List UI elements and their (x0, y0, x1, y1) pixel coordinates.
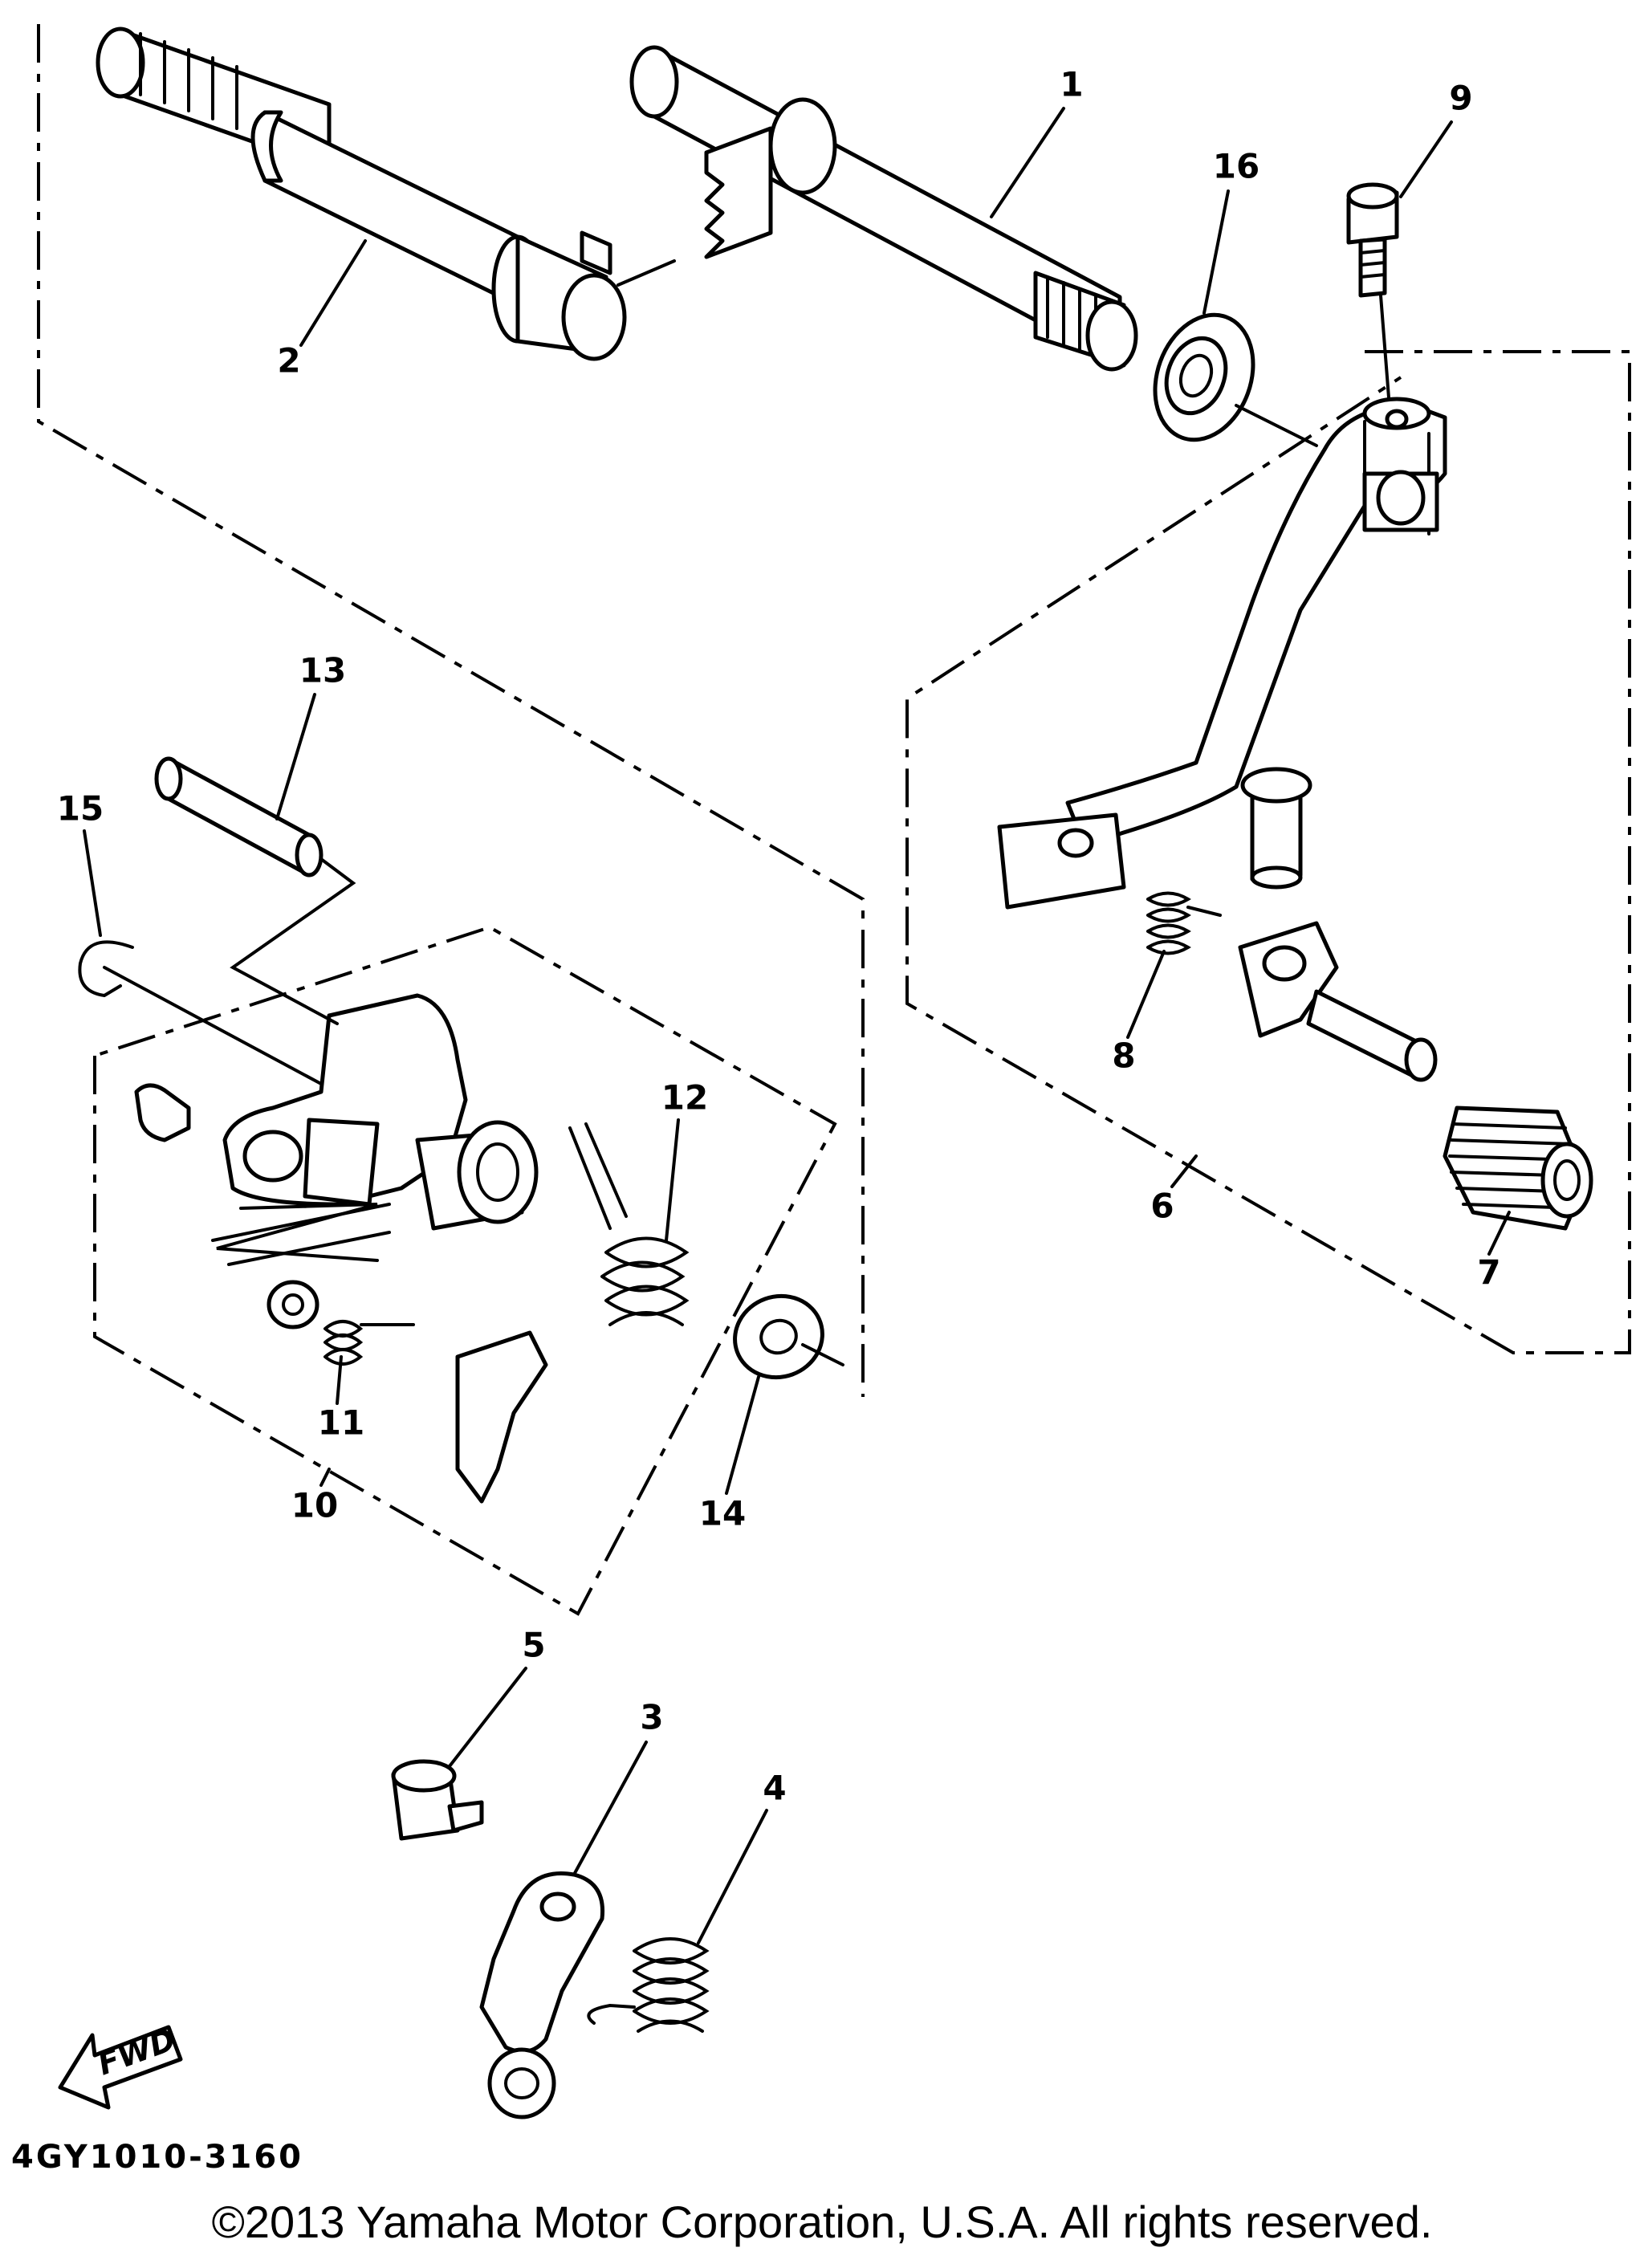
fwd-arrow-icon: FWD (58, 2022, 183, 2110)
assembly-outline-pedal (905, 350, 1631, 1354)
leader-line-7 (1487, 1211, 1511, 1256)
part-5-bolt (391, 1759, 484, 1841)
callout-12: 12 (661, 1078, 708, 1118)
part-14-washer (733, 1293, 824, 1380)
leader-line-15 (83, 829, 102, 937)
callout-16: 16 (1213, 147, 1259, 186)
leader-line-16 (1202, 189, 1230, 315)
leader-line-6 (1170, 1154, 1198, 1188)
callout-11: 11 (318, 1403, 364, 1443)
part-9-bolt (1346, 182, 1399, 298)
part-3-stopper-lever (479, 1871, 605, 2119)
copyright-notice: ©2013 Yamaha Motor Corporation, U.S.A. A… (211, 2197, 1433, 2247)
pedal-pin (1240, 767, 1312, 890)
part-6-shift-pedal (997, 397, 1447, 910)
part-1-shaft (629, 45, 1138, 372)
part-4-spring (587, 1937, 710, 2033)
leader-line-10 (319, 1468, 331, 1487)
callout-5: 5 (522, 1626, 545, 1665)
leader-line-5 (448, 1667, 527, 1768)
part-10-shift-lever-assembly (134, 993, 548, 1504)
leader-line-2 (299, 239, 367, 347)
leader-line-8 (1126, 950, 1166, 1039)
callout-3: 3 (640, 1698, 663, 1737)
callout-4: 4 (763, 1769, 786, 1808)
leader-line-1 (990, 107, 1065, 218)
zigzag-line-lever (216, 1203, 379, 1262)
assembly-line-shafts (616, 259, 676, 287)
callout-6: 6 (1150, 1187, 1174, 1226)
callout-13: 13 (299, 651, 346, 690)
leader-line-4 (697, 1809, 768, 1944)
assembly-line-bolt-to-pedal (1379, 294, 1390, 399)
part-16-oil-seal (1153, 312, 1255, 442)
part-15-circlip (78, 940, 134, 997)
leader-line-12 (665, 1118, 680, 1242)
leader-line-14 (725, 1375, 760, 1495)
callout-9: 9 (1449, 79, 1472, 118)
callout-10: 10 (291, 1486, 338, 1525)
part-12-torsion-spring (568, 1122, 690, 1326)
zigzag-line-pin (230, 857, 356, 1025)
leader-line-13 (275, 693, 316, 820)
assembly-line-clip (103, 966, 323, 1085)
callout-8: 8 (1112, 1036, 1135, 1076)
leader-line-9 (1399, 120, 1453, 198)
drawing-code: 4GY1010-3160 (11, 2139, 304, 2176)
part-13-dowel-pin (154, 756, 324, 877)
leader-line-11 (336, 1355, 343, 1405)
assembly-line-shaft-to-seal (1235, 404, 1318, 447)
assembly-outline-shaft (37, 24, 865, 1397)
part-8-spring (1146, 891, 1222, 955)
callout-1: 1 (1060, 65, 1083, 104)
callout-15: 15 (57, 789, 104, 829)
pedal-tip (1238, 921, 1438, 1082)
assembly-line-washer (801, 1343, 844, 1366)
callout-7: 7 (1477, 1253, 1500, 1293)
part-7-pedal-rubber (1443, 1105, 1593, 1231)
leader-line-3 (572, 1741, 648, 1876)
part-2-shift-shaft (96, 26, 627, 361)
callout-2: 2 (277, 341, 300, 381)
assembly-outline-lever (93, 925, 837, 1616)
callout-14: 14 (699, 1494, 746, 1533)
